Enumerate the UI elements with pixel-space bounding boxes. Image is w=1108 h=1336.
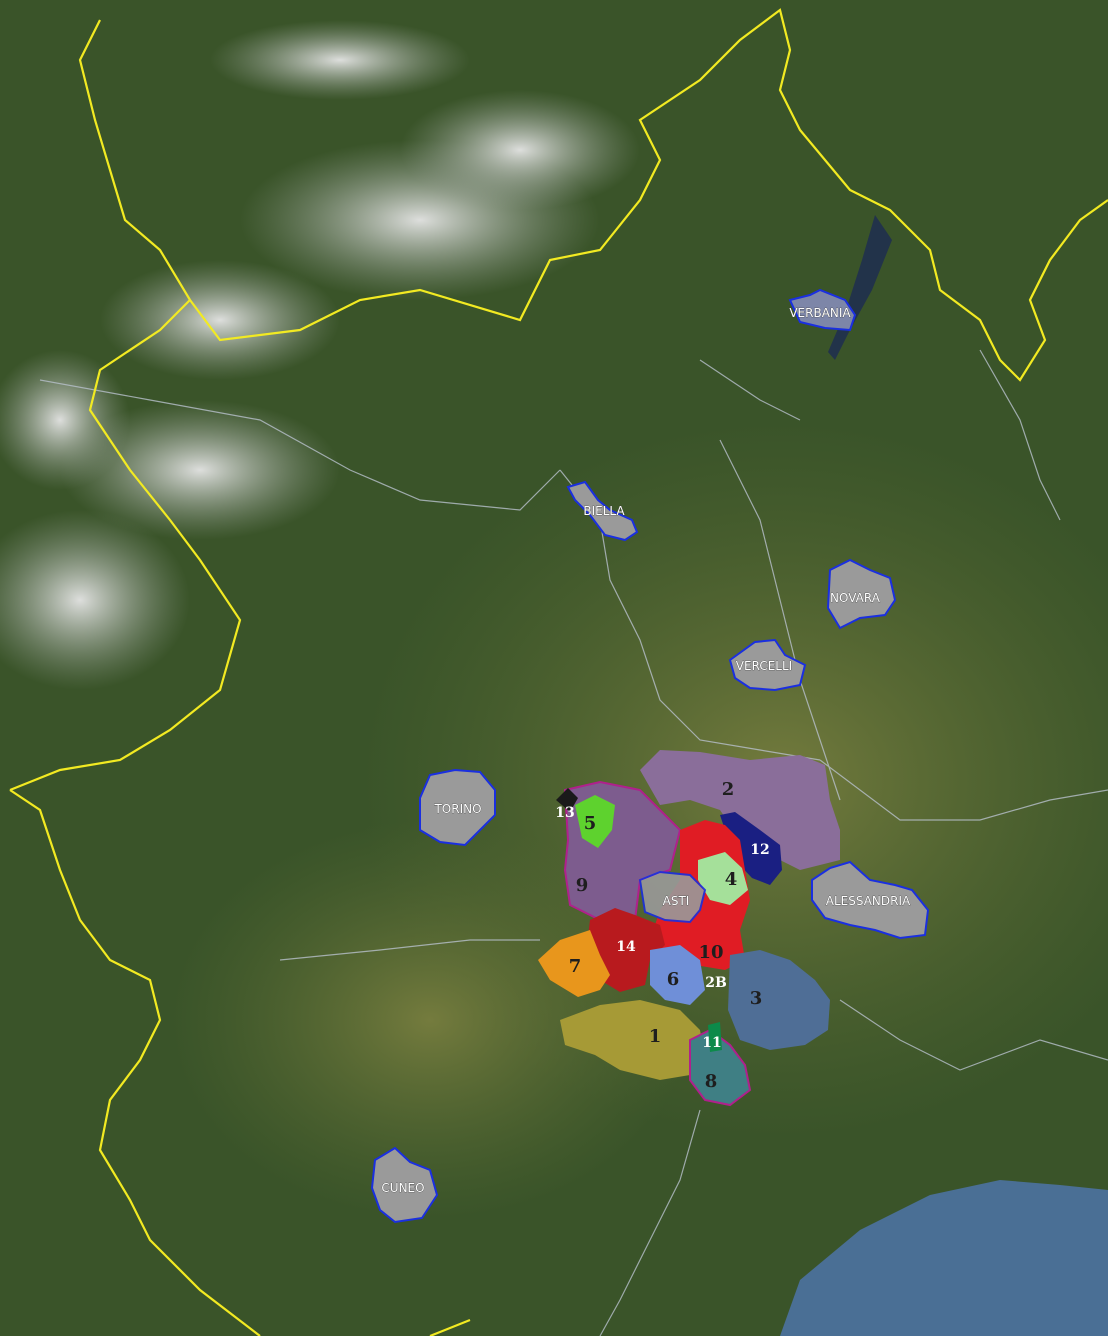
zone-label-3: 3 [750, 988, 763, 1009]
city-label-cuneo: CUNEO [381, 1181, 424, 1195]
zone-2[interactable] [640, 750, 840, 880]
zone-1[interactable] [560, 1000, 705, 1080]
zone-label-10: 10 [698, 942, 723, 963]
zone-label-1: 1 [649, 1026, 662, 1047]
zone-7[interactable] [538, 930, 610, 997]
city-area-novara[interactable] [826, 558, 897, 630]
zone-label-2: 2 [722, 779, 735, 800]
zone-6[interactable] [650, 945, 705, 1005]
city-area-biella[interactable] [566, 480, 639, 542]
zone-3[interactable] [728, 950, 830, 1050]
zone-label-7: 7 [569, 956, 582, 977]
zone-label-14: 14 [616, 939, 636, 955]
zone-label-4: 4 [725, 869, 738, 890]
city-area-cuneo[interactable] [370, 1146, 439, 1224]
region-border [9, 8, 1108, 1336]
city-label-asti-top: ASTI [663, 894, 690, 908]
zone-13[interactable] [556, 788, 578, 812]
zone-5[interactable] [575, 795, 615, 848]
city-area-vercelli[interactable] [728, 638, 807, 692]
zone-label-9: 9 [576, 875, 589, 896]
zone-4[interactable] [698, 852, 748, 905]
ligurian-sea [780, 1180, 1108, 1336]
city-area-asti[interactable] [638, 870, 707, 924]
snow-caps [0, 20, 640, 690]
city-label-vercelli: VERCELLI [736, 659, 792, 673]
city-label-novara: NOVARA [830, 591, 881, 605]
city-area-verbania[interactable] [788, 288, 857, 332]
zone-11[interactable] [708, 1022, 722, 1052]
city-label-biella: BIELLA [583, 504, 625, 518]
city-label-verbania: VERBANIA [789, 306, 851, 320]
zone-label-6: 6 [667, 969, 680, 990]
zone-label-5: 5 [584, 813, 597, 834]
zone-label-8: 8 [705, 1071, 718, 1092]
zone-12[interactable] [720, 812, 782, 885]
city-label-alessandria: ALESSANDRIA [826, 894, 911, 908]
zone-label-2b: 2B [705, 975, 727, 991]
city-area-alessandria[interactable] [811, 860, 930, 940]
zone-label-13: 13 [555, 805, 574, 821]
city-label-torino: TORINO [433, 802, 481, 816]
city-area-torino[interactable] [419, 768, 496, 847]
cuneo-plain [170, 820, 690, 1220]
zone-label-11: 11 [702, 1035, 721, 1051]
zone-label-12: 12 [750, 842, 769, 858]
